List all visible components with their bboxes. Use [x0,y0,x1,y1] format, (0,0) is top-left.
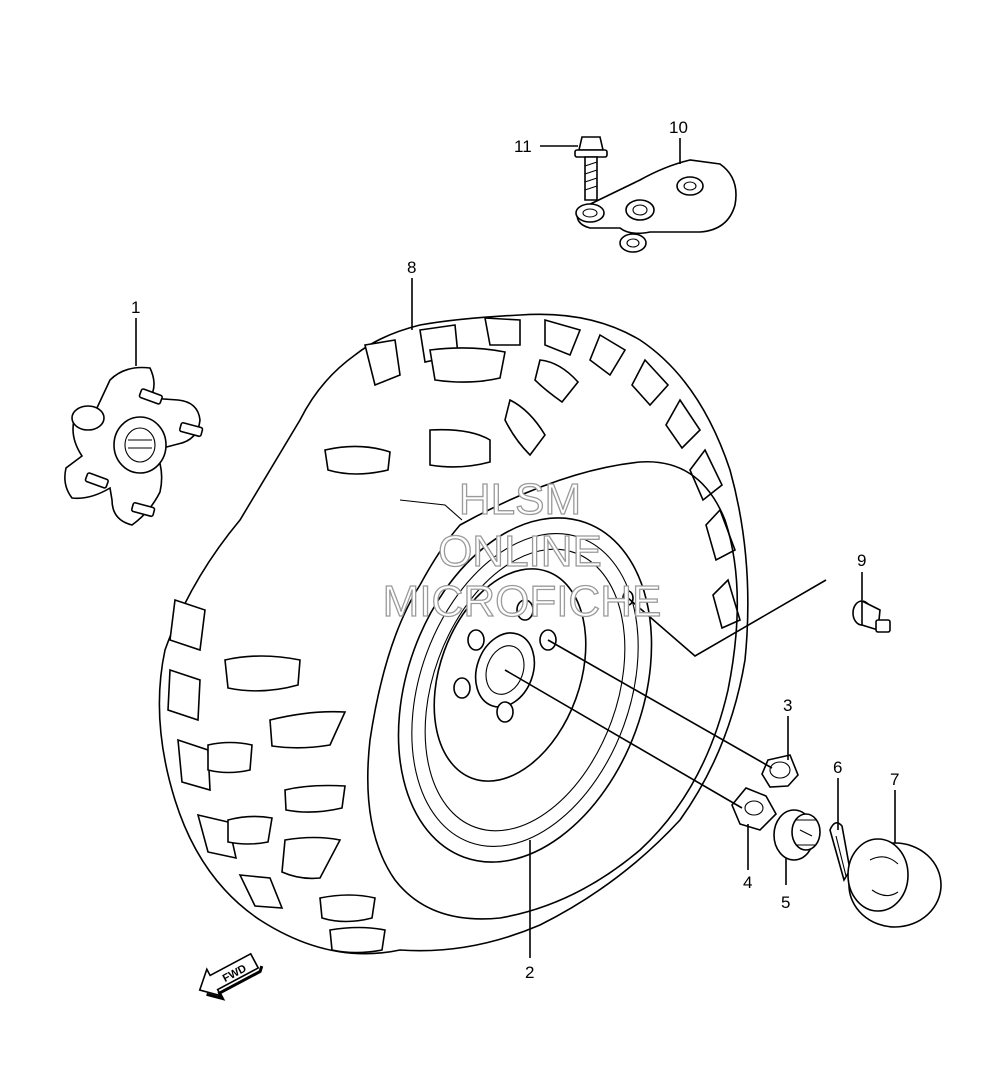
leader-lines [135,138,896,958]
hub-cap-part[interactable] [847,838,942,928]
callout-5: 5 [781,893,790,912]
valve-part[interactable] [852,599,891,633]
callout-11: 11 [514,137,532,156]
watermark: HLSM ONLINE MICROFICHE [382,474,662,626]
callout-8: 8 [407,258,416,277]
callout-9: 9 [857,551,866,570]
fwd-direction-arrow: FWD [198,952,264,1001]
callout-3: 3 [783,696,792,715]
callout-2: 2 [525,963,534,982]
cotter-pin-part[interactable] [829,822,851,883]
watermark-line-2: ONLINE [438,527,602,576]
callout-10: 10 [669,118,688,137]
callout-7: 7 [890,770,899,789]
wheel-hub-part[interactable] [64,366,204,526]
callout-6: 6 [833,758,842,777]
watermark-line-1: HLSM [459,475,581,524]
watermark-line-3: MICROFICHE [383,577,662,626]
callout-4: 4 [743,873,752,892]
rim-part[interactable] [353,482,697,897]
washer-part[interactable] [731,787,777,831]
nut-part[interactable] [761,754,799,788]
callout-1: 1 [131,298,140,317]
bracket-part[interactable] [575,159,737,253]
castle-nut-part[interactable] [773,809,821,861]
bolt-part[interactable] [574,136,608,201]
